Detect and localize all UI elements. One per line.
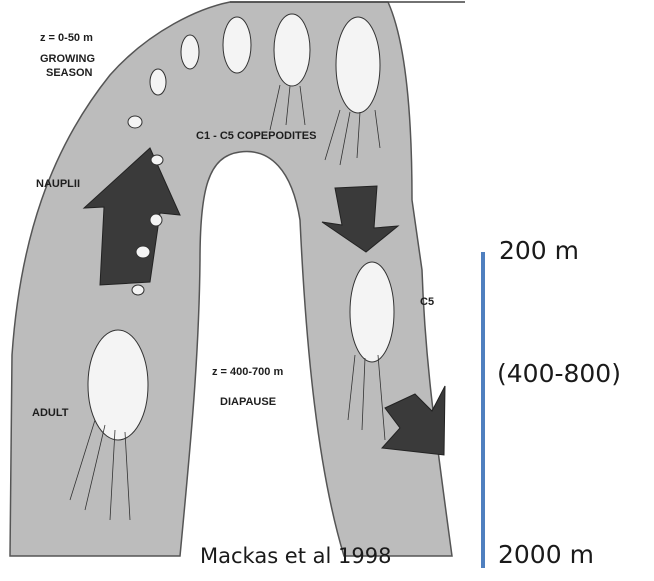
surface-depth-label: z = 0-50 m	[40, 32, 93, 45]
c5-copepod	[350, 262, 394, 362]
season-label: SEASON	[46, 67, 92, 80]
scale-top-label: 200 m	[499, 236, 579, 265]
copepodites-label: C1 - C5 COPEPODITES	[196, 130, 316, 143]
nauplius-5	[132, 285, 144, 295]
scale-middle-label: (400-800)	[497, 359, 621, 388]
nauplius-4	[136, 246, 150, 258]
citation: Mackas et al 1998	[200, 544, 391, 568]
c5-label: C5	[420, 296, 434, 309]
copepodite-2	[181, 35, 199, 69]
growing-label: GROWING	[40, 53, 95, 66]
nauplii-label: NAUPLII	[36, 178, 80, 191]
nauplius-2	[151, 155, 163, 165]
copepodite-4	[274, 14, 310, 86]
adult-copepod	[88, 330, 148, 440]
nauplius-1	[128, 116, 142, 128]
adult-label: ADULT	[32, 407, 68, 420]
nauplius-3	[150, 214, 162, 226]
diapause-label: DIAPAUSE	[220, 396, 276, 409]
copepodite-3	[223, 17, 251, 73]
copepodite-1	[150, 69, 166, 95]
scale-bottom-label: 2000 m	[498, 540, 594, 569]
deep-depth-label: z = 400-700 m	[212, 366, 283, 379]
copepodite-5	[336, 17, 380, 113]
